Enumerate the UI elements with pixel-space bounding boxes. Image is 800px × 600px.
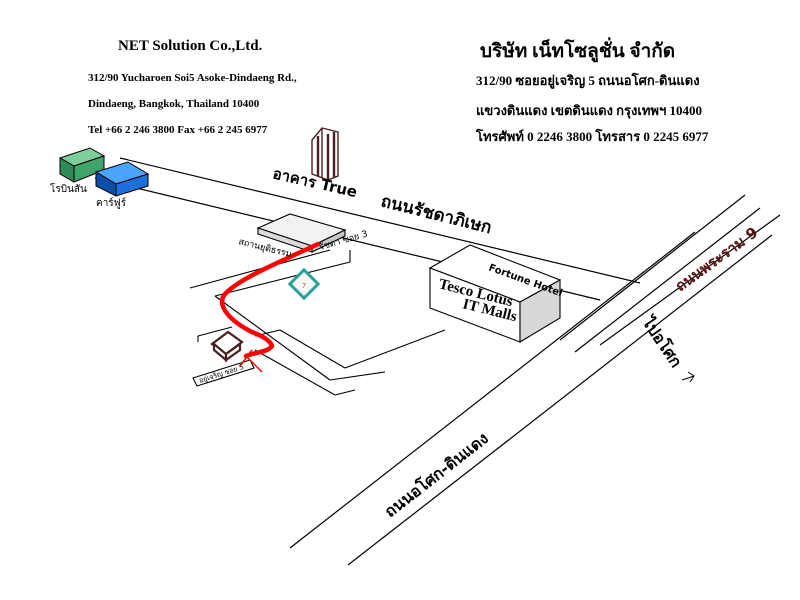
address-en-line1: 312/90 Yucharoen Soi5 Asoke-Dindaeng Rd.… <box>88 72 297 84</box>
true-building <box>311 127 339 181</box>
label-robinson: โรบินสัน <box>50 182 87 195</box>
address-en-line2: Dindaeng, Bangkok, Thailand 10400 <box>88 98 260 110</box>
road-ratchadaphisek <box>94 157 641 301</box>
company-name-en: NET Solution Co.,Ltd. <box>118 38 263 54</box>
destination-pointer <box>239 349 263 373</box>
label-rama9: ถนนพระราม 9 <box>672 223 762 295</box>
company-name-th: บริษัท เน็ทโซลูชั่น จำกัด <box>480 41 676 62</box>
contact-th: โทรศัพท์ 0 2246 3800 โทรสาร 0 2245 6977 <box>476 129 709 144</box>
address-th-line2: แขวงดินแดง เขตดินแดง กรุงเทพฯ 10400 <box>476 103 703 118</box>
road-asoke-dindaeng <box>289 231 773 566</box>
svg-text:7: 7 <box>302 282 306 290</box>
label-carrefour: คาร์ฟูร์ <box>96 197 127 209</box>
convenience-store-icon: 7 <box>287 267 321 301</box>
arrow-to-asoke-icon <box>681 371 695 383</box>
tesco-lotus-building <box>428 244 562 343</box>
office-house-icon <box>210 330 244 363</box>
route-line <box>219 241 321 359</box>
side-streets <box>189 249 446 396</box>
robinson-building <box>58 147 106 183</box>
address-th-line1: 312/90 ซอยอยู่เจริญ 5 ถนนอโศก-ดินแดง <box>476 73 700 88</box>
label-ratchadaphisek: ถนนรัชดาภิเษก <box>379 191 494 238</box>
carrefour-building <box>94 161 150 197</box>
youth-center-building <box>256 213 347 253</box>
contact-en: Tel +66 2 246 3800 Fax +66 2 245 6977 <box>88 124 268 136</box>
road-rama9 <box>559 194 781 353</box>
label-asoke-dindaeng: ถนนอโศก-ดินแดง <box>380 428 492 521</box>
